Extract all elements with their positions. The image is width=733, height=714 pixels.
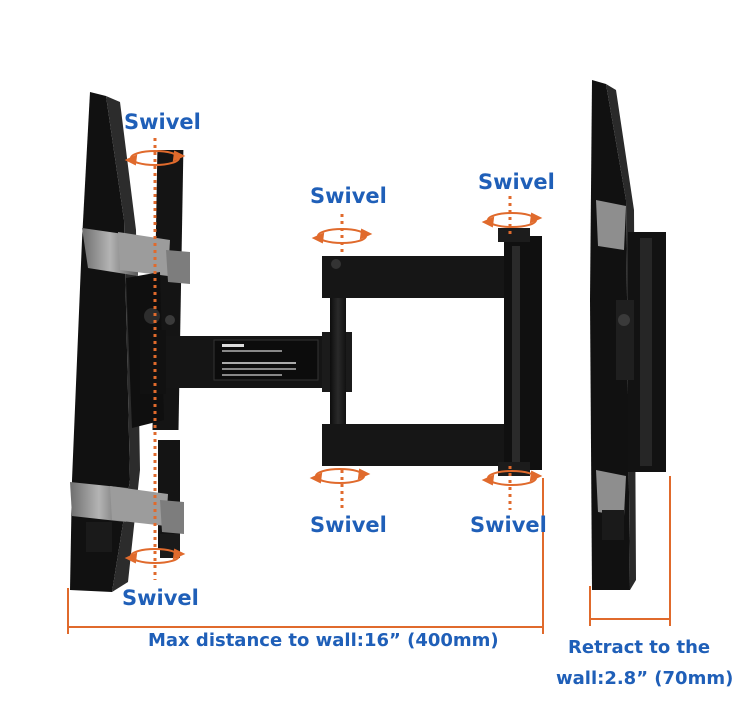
tv-retracted-right: [590, 80, 666, 590]
swivel-arrow-icon: [124, 150, 543, 564]
swivel-axes: [153, 138, 512, 580]
swivel-label-mid-bottom: Swivel: [310, 513, 387, 537]
retract-label-line2: wall:2.8” (70mm): [556, 668, 733, 689]
swivel-label-top-left: Swivel: [124, 110, 201, 134]
dimension-line-icon: [67, 476, 671, 634]
swivel-label-right-bottom: Swivel: [470, 513, 547, 537]
swivel-label-bottom-left: Swivel: [122, 586, 199, 610]
retract-label-line1: Retract to the: [568, 637, 711, 658]
swivel-label-mid-top: Swivel: [310, 184, 387, 208]
swivel-label-right-top: Swivel: [478, 170, 555, 194]
articulating-arm: [140, 228, 542, 476]
max-distance-label: Max distance to wall:16” (400mm): [148, 630, 499, 651]
